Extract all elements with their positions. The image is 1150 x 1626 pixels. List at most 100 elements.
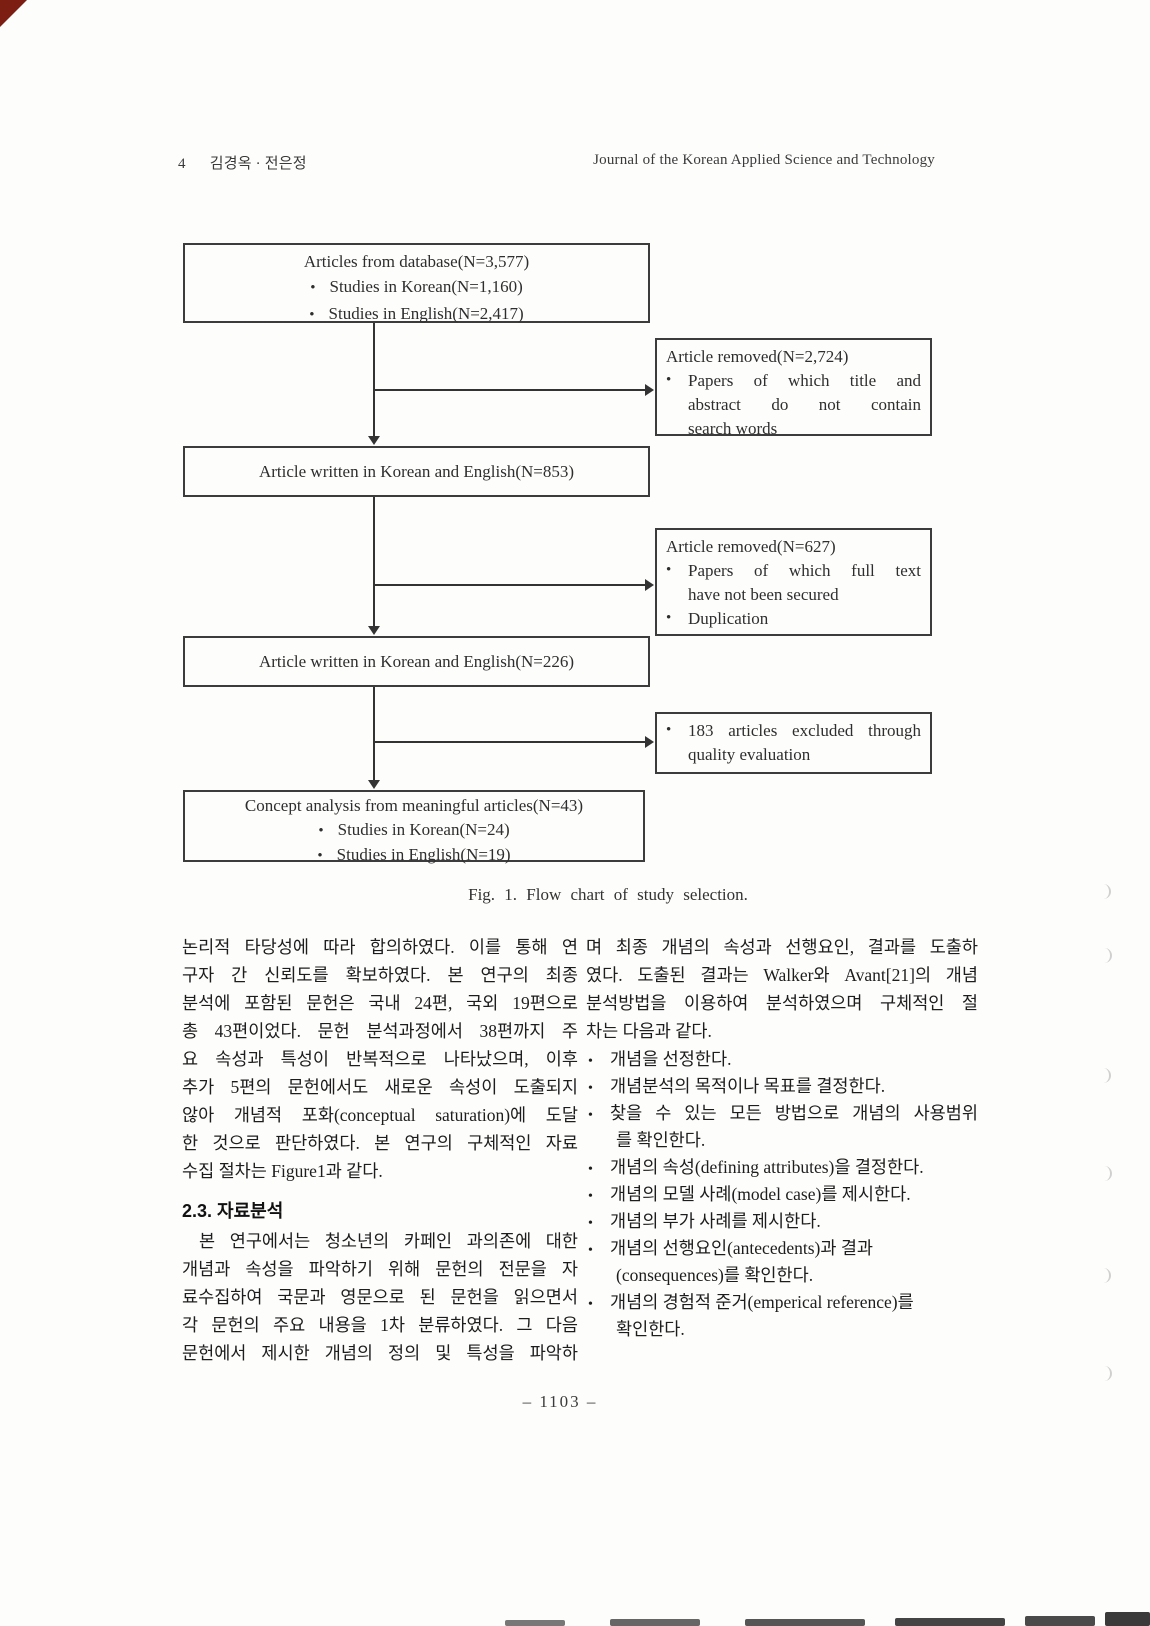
bullet-icon	[586, 1154, 610, 1183]
scan-bottom-artifact	[1105, 1612, 1150, 1626]
list-item-text: 개념의 경험적 준거(emperical reference)를	[610, 1292, 914, 1312]
flowchart-box-concept-analysis: Concept analysis from meaningful article…	[183, 790, 645, 864]
body-line: 각 문헌의 주요 내용을 1차 분류하였다. 그 다음	[182, 1315, 578, 1335]
list-item-text: 찾을 수 있는 모든 방법으로 개념의 사용범위	[610, 1103, 978, 1123]
flow-branch-line	[373, 741, 645, 743]
arrow-down-icon	[368, 626, 380, 635]
box-title: Articles from database(N=3,577)	[303, 252, 530, 271]
box-bullet-line: Duplication	[688, 609, 769, 628]
body-line: 추가 5편의 문헌에서도 새로운 속성이 도출되지	[182, 1077, 578, 1097]
body-line: 논리적 타당성에 따라 합의하였다. 이를 통해 연	[182, 937, 578, 957]
scan-edge-artifact	[1103, 1366, 1112, 1381]
bullet-icon	[586, 1235, 610, 1264]
scan-edge-artifact	[1103, 948, 1112, 963]
arrow-down-icon	[368, 436, 380, 445]
list-item: 개념의 부가 사례를 제시한다.	[586, 1208, 978, 1237]
box-bullet-line: quality evaluation	[688, 745, 811, 764]
scan-corner-artifact	[0, 0, 27, 27]
flowchart-box-articles-226: Article written in Korean and English(N=…	[183, 636, 650, 687]
scan-edge-artifact	[1102, 1068, 1111, 1083]
scan-bottom-artifact	[505, 1620, 565, 1626]
body-line: 수집 절차는 Figure1과 같다.	[182, 1161, 383, 1181]
body-line: 총 43편이었다. 문헌 분석과정에서 38편까지 주	[182, 1021, 578, 1041]
body-line: 구자 간 신뢰도를 확보하였다. 본 연구의 최종	[182, 965, 578, 985]
body-line: 한 것으로 판단하였다. 본 연구의 구체적인 자료	[182, 1133, 578, 1153]
box-bullet: Studies in Korean(N=24)	[337, 820, 510, 839]
box-bullet: Studies in Korean(N=1,160)	[329, 277, 523, 296]
box-bullet-line: Papers of which full text	[688, 561, 921, 580]
bullet-icon	[318, 818, 337, 843]
bullet-icon	[666, 719, 688, 739]
list-item-text: 개념을 선정한다.	[610, 1049, 732, 1069]
box-bullet: Studies in English(N=19)	[336, 845, 511, 864]
bullet-icon	[586, 1208, 610, 1237]
box-bullet: Studies in English(N=2,417)	[328, 304, 524, 323]
scan-edge-artifact	[1103, 1166, 1112, 1181]
bullet-icon	[666, 559, 688, 579]
flow-branch-line	[373, 389, 645, 391]
page-number: – 1103 –	[522, 1392, 598, 1411]
box-bullet-line: search words	[688, 419, 778, 438]
bullet-icon	[586, 1181, 610, 1210]
box-title: Concept analysis from meaningful article…	[244, 796, 584, 815]
arrow-down-icon	[368, 780, 380, 789]
list-item-text: 개념의 선행요인(antecedents)과 결과	[610, 1238, 874, 1258]
scan-edge-artifact	[1102, 1268, 1111, 1283]
box-title: Article written in Korean and English(N=…	[258, 652, 575, 671]
box-title: Article written in Korean and English(N=…	[258, 462, 575, 481]
bullet-icon	[586, 1289, 610, 1318]
body-line: 며 최종 개념의 속성과 선행요인, 결과를 도출하	[586, 937, 978, 957]
body-line: 차는 다음과 같다.	[586, 1021, 712, 1041]
journal-title: Journal of the Korean Applied Science an…	[593, 152, 935, 168]
header-authors: 김경옥 · 전은정	[209, 156, 307, 172]
body-line: 요 속성과 특성이 반복적으로 나타났으며, 이후	[182, 1049, 578, 1069]
body-line: 본 연구에서는 청소년의 카페인 과의존에 대한	[199, 1231, 578, 1251]
bullet-icon	[586, 1046, 610, 1075]
list-item-wrap: (consequences)를 확인한다.	[616, 1265, 814, 1285]
bullet-icon	[309, 301, 328, 328]
list-item: 개념의 경험적 준거(emperical reference)를	[586, 1289, 978, 1318]
scan-bottom-artifact	[895, 1618, 1005, 1626]
bullet-icon	[317, 843, 336, 868]
box-title: Article removed(N=2,724)	[666, 347, 849, 366]
flow-connector-line	[373, 497, 375, 627]
list-item: 개념분석의 목적이나 목표를 결정한다.	[586, 1073, 978, 1102]
list-item: 개념의 속성(defining attributes)을 결정한다.	[586, 1154, 978, 1183]
flowchart-box-article-removed-2724: Article removed(N=2,724) Papers of which…	[655, 338, 932, 438]
box-bullet-line: 183 articles excluded through	[688, 721, 921, 740]
box-bullet-line: abstract do not contain	[688, 395, 921, 414]
arrow-right-icon	[645, 736, 654, 748]
list-item-wrap: 를 확인한다.	[616, 1130, 706, 1150]
body-line: 않아 개념적 포화(conceptual saturation)에 도달	[182, 1105, 578, 1125]
scan-edge-artifact	[1102, 884, 1111, 899]
box-bullet-line: Papers of which title and	[688, 371, 921, 390]
arrow-right-icon	[645, 579, 654, 591]
box-title: Article removed(N=627)	[666, 537, 836, 556]
bullet-icon	[666, 607, 688, 627]
body-line: 문헌에서 제시한 개념의 정의 및 특성을 파악하	[182, 1343, 578, 1363]
list-item: 개념을 선정한다.	[586, 1046, 978, 1075]
scan-bottom-artifact	[610, 1619, 700, 1626]
list-item-text: 개념분석의 목적이나 목표를 결정한다.	[610, 1076, 886, 1096]
bullet-icon	[310, 274, 329, 301]
bullet-icon	[586, 1073, 610, 1102]
flow-branch-line	[373, 584, 645, 586]
body-line: 개념과 속성을 파악하기 위해 문헌의 전문을 자	[182, 1259, 578, 1279]
flow-connector-line	[373, 687, 375, 781]
bullet-icon	[666, 369, 688, 389]
body-line: 분석방법을 이용하여 분석하였으며 구체적인 절	[586, 993, 978, 1013]
flowchart-box-excluded-quality: 183 articles excluded through quality ev…	[655, 712, 932, 774]
arrow-right-icon	[645, 384, 654, 396]
list-item: 찾을 수 있는 모든 방법으로 개념의 사용범위	[586, 1100, 978, 1129]
section-heading: 2.3. 자료분석	[182, 1201, 284, 1221]
list-item: 개념의 선행요인(antecedents)과 결과	[586, 1235, 978, 1264]
flow-connector-line	[373, 323, 375, 437]
list-item-text: 개념의 부가 사례를 제시한다.	[610, 1211, 821, 1231]
box-bullet-line: have not been secured	[688, 585, 839, 604]
list-item: 개념의 모델 사례(model case)를 제시한다.	[586, 1181, 978, 1210]
scan-bottom-artifact	[745, 1619, 865, 1626]
flowchart-box-articles-853: Article written in Korean and English(N=…	[183, 446, 650, 497]
figure-caption: Fig. 1. Flow chart of study selection.	[468, 885, 748, 904]
